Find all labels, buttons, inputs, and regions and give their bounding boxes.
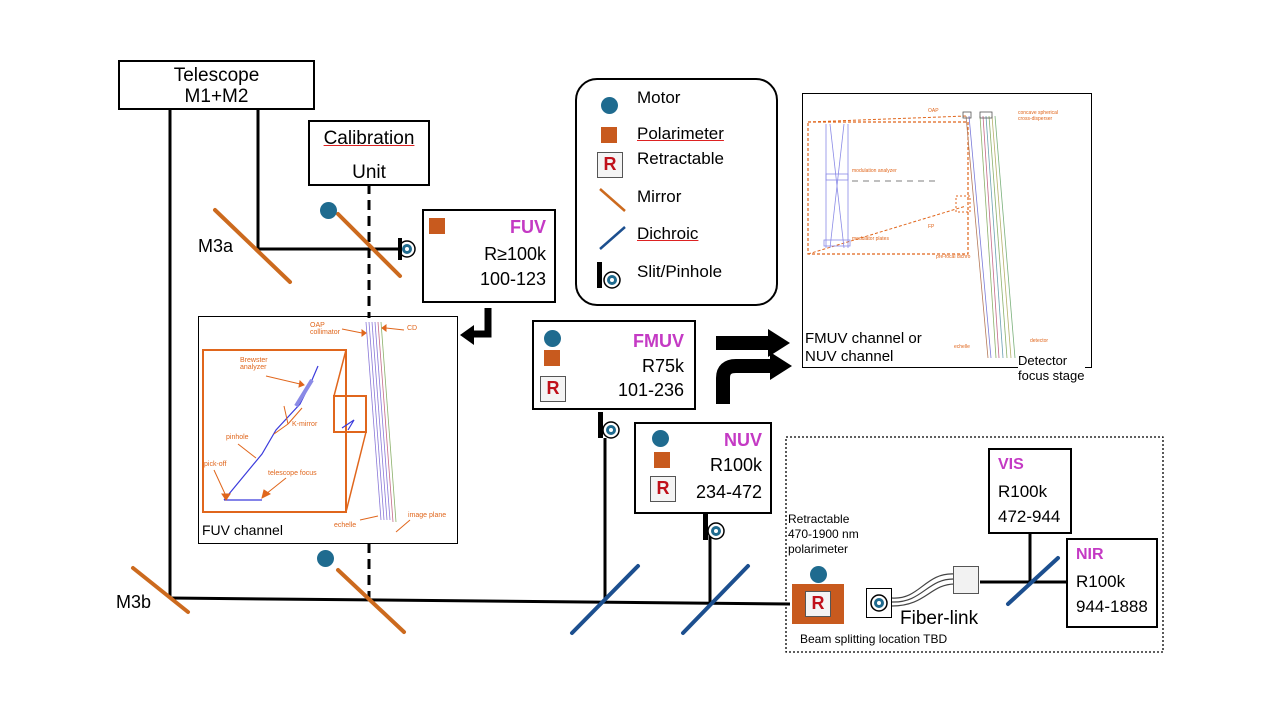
vis-channel-box: VIS R100k 472-944 [988,448,1072,534]
fmuv-detector-label: detector [1030,338,1049,344]
motor-icon [544,330,561,347]
fmuv-prefocal-label: pre-focal dichro [936,254,971,260]
nir-name: NIR [1076,546,1104,563]
dichroic-icon [599,226,626,250]
fmuv-name: FMUV [633,331,684,351]
legend-box: Motor Polarimeter R Retractable Mirror D… [575,78,778,306]
vis-resolution: R100k [998,482,1048,501]
main-horizontal-beam [169,596,791,606]
fmuv-echelle-label: echelle [954,344,970,350]
fuv-echelle-label: echelle [334,522,357,529]
fmuv-nuv-inset-panel [802,93,1092,368]
calibration-label: Calibration [323,128,415,149]
nir-channel-box: NIR R100k 944-1888 [1066,538,1158,628]
fuv-range: 100-123 [479,269,546,289]
nuv-resolution: R100k [709,455,762,475]
fuv-cd-label: CD [407,325,418,332]
calibration-unit-label: Unit [352,162,386,183]
mirror-icon [599,188,626,212]
fmuv-oap-label: OAP [928,108,939,114]
fmuv-range: 101-236 [617,380,684,400]
retractable-icon: R [650,476,676,502]
nuv-range: 234-472 [695,482,762,502]
beam-splitting-label: Beam splitting location TBD [800,632,948,646]
motor-icon [652,430,669,447]
retractable-polarimeter-note: Retractable 470-1900 nm polarimeter [788,512,859,556]
mirror-calibration-lower [336,568,406,634]
motor-icon [810,566,827,583]
mirror-m3b [131,566,190,614]
calibration-unit-box: Calibration Unit [308,120,430,186]
fuv-brewster-label: Brewster analyzer [240,357,268,371]
motor-icon [601,97,618,114]
legend-retractable: Retractable [637,149,724,168]
fuv-telescope-focus-label: telescope focus [268,470,317,477]
fuv-oap-label: OAP collimator [310,322,340,336]
dichroic-vis-nir [1006,556,1060,606]
nuv-name: NUV [723,430,762,450]
fmuv-fp-label: FP [928,224,935,230]
nir-range: 944-1888 [1076,597,1148,616]
fiber-link-label: Fiber-link [900,608,979,629]
vis-range: 472-944 [998,507,1061,526]
dichroic-fmuv [570,564,640,635]
mirror-m3a [213,208,292,284]
beam-splitting-region [785,436,1164,653]
motor-icon [320,202,337,219]
retractable-icon: R [540,376,566,402]
fiber-output-box [953,566,979,594]
telescope-label: Telescope [173,65,260,86]
fmuv-channel-box: R FMUV R75k 101-236 [532,320,696,410]
legend-mirror: Mirror [637,187,682,206]
fuv-resolution: R≥100k [484,244,546,264]
fuv-return-arrow [472,308,492,338]
fuv-kmirror-label: K-mirror [292,421,318,428]
retractable-icon: R [597,152,623,178]
fuv-channel-box: FUV R≥100k 100-123 [422,209,556,303]
fmuv-mod-analyzer-label: modulation analyzer [852,168,897,174]
polarimeter-icon [544,350,560,366]
nuv-channel-box: R NUV R100k 234-472 [634,422,772,514]
polarimeter-icon [429,218,445,234]
legend-polarimeter: Polarimeter [637,124,724,143]
fmuv-inset-drawing [807,111,1016,359]
retractable-polarimeter-block: R [792,584,844,624]
fuv-inset-panel [198,316,458,544]
polarimeter-icon [654,452,670,468]
telescope-mirrors-label: M1+M2 [184,86,249,107]
fmuv-concave-label: concave spherical cross-disperser [1018,110,1059,122]
retractable-icon: R [805,591,831,617]
slit-pinhole-icon [597,262,621,289]
fuv-pickoff-label: pick-off [204,461,227,468]
telescope-box: Telescope M1+M2 [118,60,315,110]
dichroic-nuv [681,564,750,635]
fmuv-nuv-inset-caption: FMUV channel or NUV channel [805,330,922,365]
detector-stage-label: Detector focus stage [1018,353,1085,383]
mirror-m3b-label: M3b [116,592,152,612]
nuv-arrow [716,359,772,404]
polarimeter-icon [601,127,617,143]
fuv-pinhole-label: pinhole [226,434,249,441]
mirror-m3a-label: M3a [198,236,234,256]
slit-symbols [398,238,725,540]
nir-resolution: R100k [1076,572,1126,591]
legend-slit: Slit/Pinhole [637,262,723,281]
mirror-fuv-pickoff [336,212,402,278]
fiber-input-slit [866,588,892,618]
fiber-link-cable [891,573,956,607]
fuv-inset-drawing [202,321,411,533]
fuv-inset-caption: FUV channel [202,522,283,538]
legend-motor: Motor [637,88,681,107]
fmuv-resolution: R75k [641,356,684,376]
motor-icon [317,550,334,567]
fmuv-mod-plates-label: modulator plates [852,236,889,242]
fuv-name: FUV [510,217,546,237]
fuv-image-plane-label: image plane [408,512,447,519]
pinhole-icon [870,594,888,612]
legend-dichroic: Dichroic [637,224,699,243]
vis-name: VIS [998,456,1024,473]
